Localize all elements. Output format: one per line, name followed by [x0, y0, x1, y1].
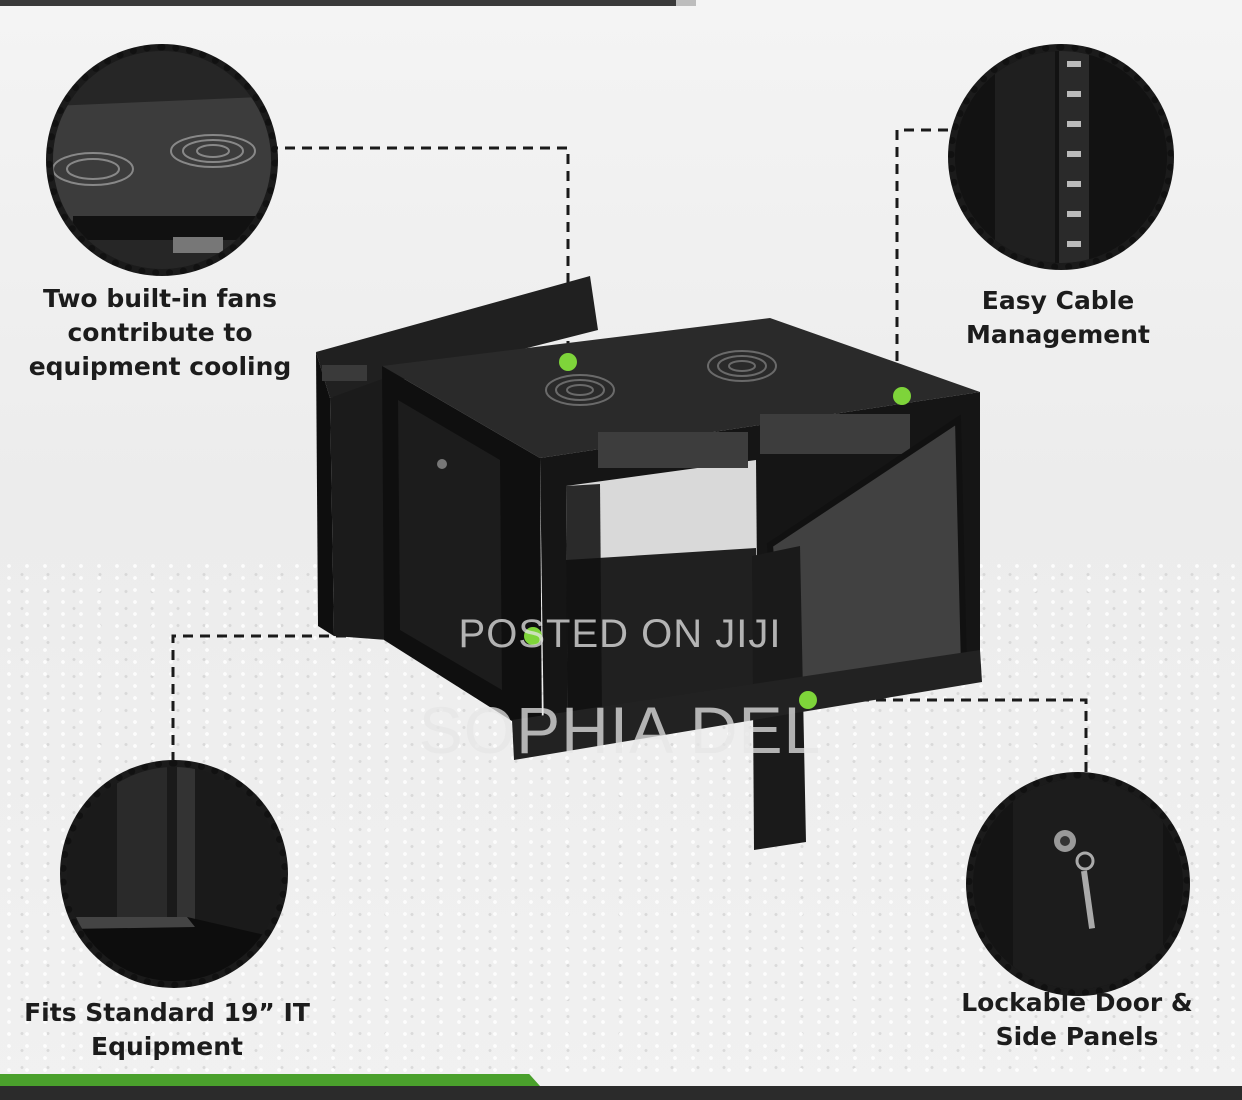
- cable-rail-icon: [955, 51, 1167, 263]
- lock-key-icon: [973, 779, 1183, 989]
- rack-rail-icon: [67, 767, 281, 981]
- lock-caption-line2: Side Panels: [995, 1022, 1159, 1051]
- cabinet-base: [512, 650, 982, 760]
- lock-detail-circle: [966, 772, 1190, 996]
- watermark-posted: POSTED ON JIJI: [458, 612, 782, 656]
- fan-detail-icon: [53, 51, 271, 269]
- fans-detail-circle: [46, 44, 278, 276]
- fans-caption: Two built-in fans contribute to equipmen…: [0, 282, 320, 384]
- bottom-accent-bar: [0, 1074, 540, 1086]
- cable-caption-line2: Management: [965, 320, 1151, 349]
- top-bar-accent: [676, 0, 696, 6]
- lock-caption-line1: Lockable Door &: [961, 988, 1193, 1017]
- equipment-caption-line1: Fits Standard 19” IT: [24, 998, 310, 1027]
- cabinet-top: [382, 318, 980, 458]
- watermark-seller: SOPHIA DEL: [418, 693, 822, 767]
- fans-caption-line3: equipment cooling: [28, 352, 292, 381]
- equipment-caption: Fits Standard 19” IT Equipment: [0, 996, 334, 1064]
- feature-markers: [524, 353, 911, 709]
- bottom-bar: [0, 1086, 1242, 1100]
- cable-detail-circle: [948, 44, 1174, 270]
- cable-caption: Easy Cable Management: [930, 284, 1186, 352]
- equipment-detail-circle: [60, 760, 288, 988]
- fans-caption-line2: contribute to: [67, 318, 253, 347]
- lock-caption: Lockable Door & Side Panels: [942, 986, 1212, 1054]
- top-fans: [545, 350, 777, 406]
- front-vents: [598, 414, 910, 468]
- cable-caption-line1: Easy Cable: [981, 286, 1135, 315]
- top-bar: [0, 0, 680, 6]
- fans-caption-line1: Two built-in fans: [43, 284, 277, 313]
- equipment-caption-line2: Equipment: [91, 1032, 243, 1061]
